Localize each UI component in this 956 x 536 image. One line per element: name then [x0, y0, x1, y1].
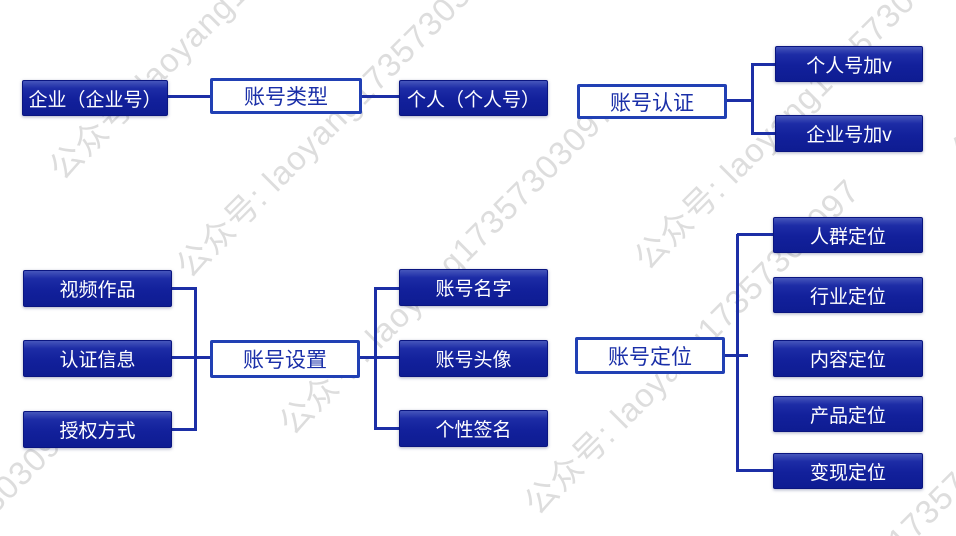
connector-line — [752, 132, 775, 135]
connector-line — [751, 63, 754, 135]
connector-line — [194, 287, 197, 431]
connector-line — [736, 234, 739, 472]
node-account-name: 账号名字 — [399, 269, 548, 306]
connector-line — [374, 427, 399, 430]
node-verification-info: 认证信息 — [23, 340, 172, 377]
connector-line — [374, 287, 377, 429]
node-personal-account: 个人（个人号） — [399, 80, 548, 116]
node-account-avatar: 账号头像 — [399, 340, 548, 377]
connector-line — [172, 287, 195, 290]
connector-line — [172, 356, 210, 359]
connector-line — [172, 428, 195, 431]
node-enterprise-verified: 企业号加v — [775, 115, 923, 152]
node-content-positioning: 内容定位 — [773, 340, 923, 377]
node-account-type: 账号类型 — [210, 78, 362, 114]
node-enterprise-account: 企业（企业号） — [22, 80, 168, 116]
connector-line — [737, 469, 773, 472]
node-video-works: 视频作品 — [23, 270, 172, 307]
node-personal-signature: 个性签名 — [399, 410, 548, 447]
node-account-verification: 账号认证 — [577, 84, 727, 119]
node-account-positioning: 账号定位 — [575, 337, 725, 374]
connector-line — [362, 95, 399, 98]
node-product-positioning: 产品定位 — [773, 396, 923, 432]
connector-line — [727, 99, 752, 102]
connector-line — [737, 233, 773, 236]
connector-line — [168, 95, 210, 98]
node-authorization-method: 授权方式 — [23, 411, 172, 448]
node-industry-positioning: 行业定位 — [773, 277, 923, 313]
connector-line — [360, 356, 399, 359]
connector-line — [752, 63, 775, 66]
node-account-settings: 账号设置 — [210, 340, 360, 378]
node-monetization-positioning: 变现定位 — [773, 453, 923, 489]
connector-line — [374, 287, 399, 290]
node-audience-positioning: 人群定位 — [773, 217, 923, 253]
node-personal-verified: 个人号加v — [775, 46, 923, 82]
